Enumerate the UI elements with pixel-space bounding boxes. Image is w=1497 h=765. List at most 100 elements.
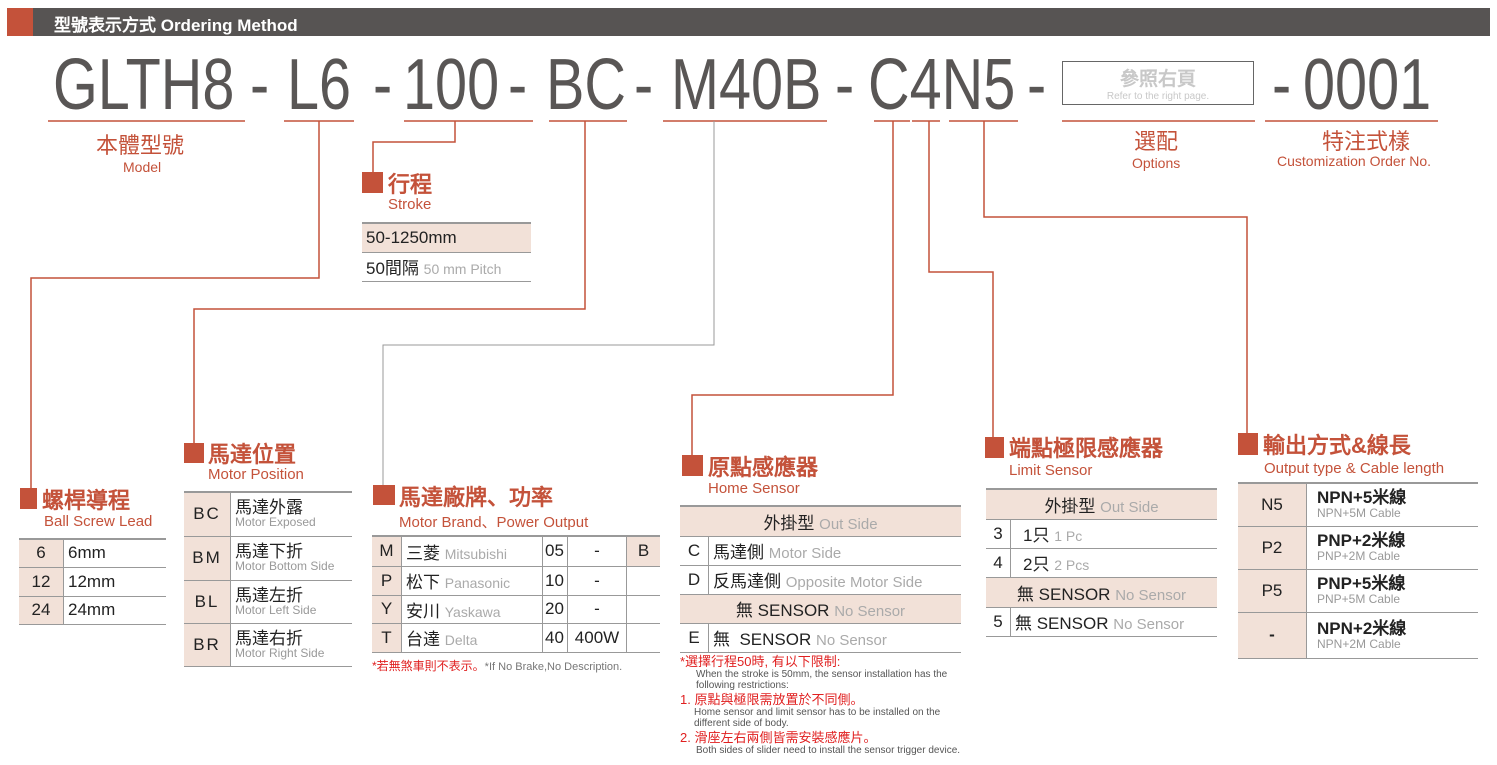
limit-header-zh: 無 SENSOR (1016, 584, 1111, 604)
code-custom: 0001 (1303, 45, 1432, 125)
brand-code: Y (372, 595, 402, 624)
power-value: - (567, 595, 627, 624)
table-row: 4 2只 2 Pcs (986, 548, 1217, 578)
code-sep: - (1272, 45, 1292, 125)
brand-en: Yaskawa (444, 603, 501, 620)
position-zh: 馬達左折 (235, 585, 303, 605)
home-subtitle: Home Sensor (708, 480, 800, 497)
home-code: D (680, 565, 709, 595)
table-row: 外掛型 Out Side (680, 505, 961, 537)
lead-value: 24mm (63, 596, 166, 625)
custom-label-zh: 特注式樣 (1322, 129, 1411, 154)
code-stroke: 100 (403, 45, 500, 125)
output-title: 輸出方式&線長 (1263, 433, 1411, 458)
lead-subtitle: Ball Screw Lead (44, 513, 153, 530)
brand-title: 馬達廠牌、功率 (399, 485, 554, 510)
lead-code: 12 (19, 567, 64, 597)
brake-code: B (626, 535, 660, 567)
output-code: N5 (1238, 482, 1307, 527)
position-code: BL (184, 580, 231, 624)
output-en: PNP+5M Cable (1317, 592, 1401, 606)
brand-code: M (372, 535, 402, 567)
stroke-pitch-zh: 50間隔 (366, 259, 419, 278)
note-2-zh: 2. 滑座左右兩側皆需安裝感應片。 (680, 730, 877, 745)
home-code: E (680, 623, 709, 653)
position-code: BR (184, 623, 231, 667)
output-zh: NPN+5米線 (1317, 488, 1407, 508)
limit-code: 4 (986, 548, 1011, 578)
brand-en: Delta (444, 632, 478, 648)
code-sep: - (1027, 45, 1047, 125)
stroke-restriction-notes: *選擇行程50時, 有以下限制: When the stroke is 50mm… (680, 654, 970, 757)
table-row: 無 SENSOR No Sensor (986, 577, 1217, 608)
section-marker (682, 455, 703, 476)
home-header-zh: 無 SENSOR (735, 601, 830, 620)
limit-code: 5 (986, 607, 1011, 637)
output-zh: PNP+2米線 (1317, 531, 1406, 550)
brake-code (626, 623, 660, 653)
output-en: NPN+5M Cable (1317, 506, 1401, 521)
brand-subtitle: Motor Brand、Power Output (399, 514, 589, 531)
limit-en: No Sensor (1113, 616, 1185, 633)
position-en: Motor Bottom Side (235, 559, 335, 573)
output-zh: NPN+2米線 (1317, 618, 1407, 638)
lead-value: 12mm (63, 567, 166, 597)
position-zh: 馬達外露 (235, 498, 303, 518)
limit-en: 1 Pc (1054, 528, 1083, 544)
note-1-en: Home sensor and limit sensor has to be i… (694, 707, 941, 729)
options-label-zh: 選配 (1134, 129, 1179, 154)
options-box: 參照右頁 Refer to the right page. (1062, 61, 1254, 105)
limit-title: 端點極限感應器 (1009, 436, 1164, 461)
note-head-zh: *選擇行程50時, 有以下限制: (680, 654, 841, 669)
position-zh: 馬達下折 (235, 542, 303, 561)
limit-en: 2 Pcs (1054, 557, 1090, 573)
code-sep: - (634, 45, 654, 125)
options-label-en: Options (1132, 155, 1181, 171)
limit-zh: 2只 (1023, 555, 1050, 574)
code-sensor: C4N5 (868, 45, 1016, 125)
header-bar (33, 8, 1490, 36)
lead-title: 螺桿導程 (42, 488, 131, 513)
position-subtitle: Motor Position (208, 466, 304, 483)
note-head-en: When the stroke is 50mm, the sensor inst… (696, 669, 948, 691)
output-en: NPN+2M Cable (1317, 636, 1401, 651)
output-code: - (1238, 612, 1307, 659)
lead-value: 6mm (63, 538, 166, 568)
lead-code: 24 (19, 596, 64, 625)
brand-zh: 台達 (406, 630, 440, 649)
code-sep: - (250, 45, 270, 125)
power-code: 20 (542, 595, 568, 624)
home-zh: 馬達側 (713, 543, 764, 562)
limit-header-zh: 外掛型 (1044, 496, 1096, 516)
limit-zh: 1只 (1023, 526, 1050, 545)
limit-subtitle: Limit Sensor (1009, 462, 1093, 479)
code-lead: L6 (287, 45, 352, 125)
note-1-zh: 1. 原點與極限需放置於不同側。 (680, 692, 864, 707)
table-row: 無 SENSOR No Sensor (680, 594, 961, 624)
brand-en: Mitsubishi (444, 545, 507, 562)
limit-header-en: Out Side (1100, 498, 1159, 516)
brand-zh: 三菱 (406, 543, 440, 563)
brand-zh: 安川 (406, 601, 440, 621)
position-code: BM (184, 536, 231, 581)
power-value: - (567, 535, 627, 567)
home-zh: 反馬達側 (713, 572, 781, 591)
output-en: PNP+2M Cable (1317, 549, 1401, 563)
options-box-en: Refer to the right page. (1106, 91, 1210, 102)
code-sep: - (508, 45, 528, 125)
